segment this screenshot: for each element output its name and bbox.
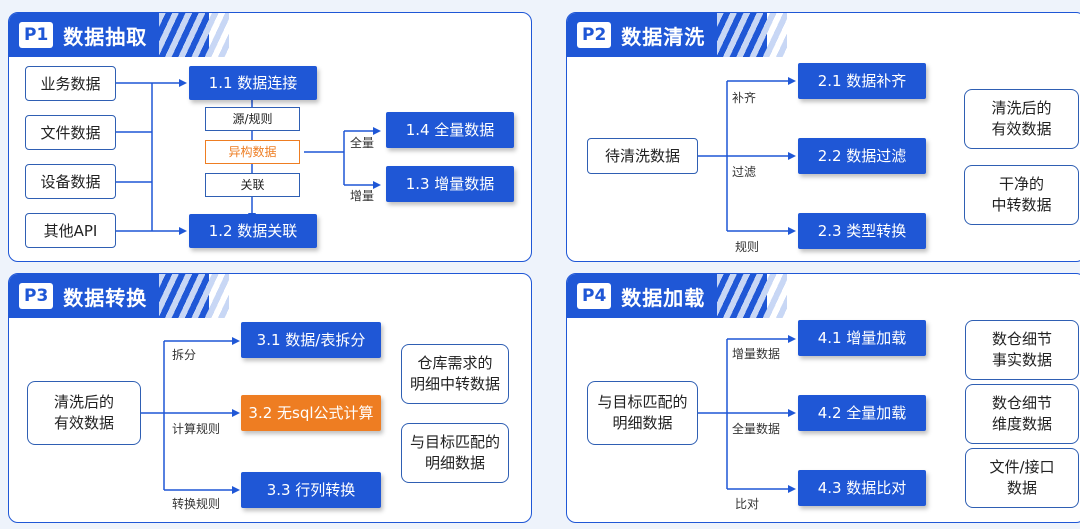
label-filter: 过滤 <box>732 165 757 179</box>
result-line-2: 明细中转数据 <box>409 375 500 393</box>
label-heterogeneous-data: 异构数据 <box>205 140 300 164</box>
result-line-1: 文件/接口 <box>989 458 1055 476</box>
step-2-1-data-fill: 2.1 数据补齐 <box>798 63 926 99</box>
p2-connectors <box>698 77 796 235</box>
source-business-data: 业务数据 <box>25 66 116 101</box>
result-line-2: 有效数据 <box>991 120 1052 138</box>
source-line-1: 清洗后的 <box>53 393 114 411</box>
label-full-data: 全量数据 <box>732 422 781 436</box>
source-line-1: 与目标匹配的 <box>597 393 688 411</box>
panel-badge: P2 <box>577 22 612 48</box>
panel-p2-cleaning: P2 数据清洗 待清洗数据 补齐 过滤 规则 2.1 数据补齐 2.2 数据过滤… <box>566 12 1080 262</box>
step-3-1-table-split: 3.1 数据/表拆分 <box>241 322 381 358</box>
header-stripes <box>159 13 229 57</box>
source-data-to-clean: 待清洗数据 <box>587 138 698 174</box>
result-cleaned-valid-data: 清洗后的 有效数据 <box>964 89 1079 149</box>
result-line-1: 清洗后的 <box>991 99 1052 117</box>
source-file-data: 文件数据 <box>25 115 116 150</box>
result-target-detail-data: 与目标匹配的 明细数据 <box>401 423 509 483</box>
step-1-1-data-connection: 1.1 数据连接 <box>189 66 317 100</box>
panel-badge: P4 <box>577 283 612 309</box>
panel-title: 数据加载 <box>621 285 706 310</box>
panel-title: 数据转换 <box>63 285 148 310</box>
step-2-3-type-conversion: 2.3 类型转换 <box>798 213 926 249</box>
label-split: 拆分 <box>172 348 197 362</box>
header-stripes <box>717 13 787 57</box>
source-line-2: 有效数据 <box>53 414 114 432</box>
result-warehouse-transit-data: 仓库需求的 明细中转数据 <box>401 344 509 404</box>
label-incremental: 增量 <box>350 189 375 203</box>
panel-badge: P1 <box>19 22 54 48</box>
result-warehouse-fact-data: 数仓细节 事实数据 <box>965 320 1079 380</box>
result-file-interface-data: 文件/接口 数据 <box>965 448 1079 508</box>
source-target-detail-data: 与目标匹配的 明细数据 <box>587 381 698 445</box>
step-4-3-data-compare: 4.3 数据比对 <box>798 470 926 506</box>
step-3-3-row-col-convert: 3.3 行列转换 <box>241 472 381 508</box>
label-calc-rules: 计算规则 <box>172 422 221 436</box>
label-full: 全量 <box>350 136 375 150</box>
step-1-4-full-data: 1.4 全量数据 <box>386 112 514 148</box>
header-stripes <box>159 274 229 318</box>
label-fill: 补齐 <box>732 91 757 105</box>
result-warehouse-dimension-data: 数仓细节 维度数据 <box>965 384 1079 444</box>
result-clean-transit-data: 干净的 中转数据 <box>964 165 1079 225</box>
label-incremental-data: 增量数据 <box>732 347 781 361</box>
result-line-1: 与目标匹配的 <box>409 433 500 451</box>
panel-title: 数据清洗 <box>621 24 706 49</box>
p4-connectors <box>698 335 796 493</box>
result-line-1: 数仓细节 <box>991 394 1052 412</box>
result-line-2: 明细数据 <box>424 454 485 472</box>
label-compare: 比对 <box>735 497 760 511</box>
result-line-2: 数据 <box>1006 479 1037 497</box>
source-cleaned-valid-data: 清洗后的 有效数据 <box>27 381 141 445</box>
label-association: 关联 <box>205 173 300 197</box>
source-line-2: 明细数据 <box>612 414 673 432</box>
step-4-2-full-load: 4.2 全量加载 <box>798 395 926 431</box>
panel-p4-load: P4 数据加载 与目标匹配的 明细数据 增量数据 全量数据 比对 4.1 增量加… <box>566 273 1080 523</box>
result-line-2: 维度数据 <box>991 415 1052 433</box>
step-1-2-data-association: 1.2 数据关联 <box>189 214 317 248</box>
result-line-2: 事实数据 <box>991 351 1052 369</box>
result-line-2: 中转数据 <box>991 196 1052 214</box>
step-2-2-data-filter: 2.2 数据过滤 <box>798 138 926 174</box>
panel-p3-transform: P3 数据转换 清洗后的 有效数据 拆分 计算规则 转换规则 3.1 数据/表拆… <box>8 273 532 523</box>
step-1-3-incremental-data: 1.3 增量数据 <box>386 166 514 202</box>
result-line-1: 仓库需求的 <box>417 354 493 372</box>
result-line-1: 干净的 <box>998 175 1044 193</box>
source-device-data: 设备数据 <box>25 164 116 199</box>
label-rules: 规则 <box>735 240 760 254</box>
label-source-rules: 源/规则 <box>205 107 300 131</box>
source-other-api: 其他API <box>25 213 116 248</box>
header-stripes <box>717 274 787 318</box>
panel-p1-extract: P1 数据抽取 业务数据 文件数据 设备数据 其他API 1.1 数据连接 源/… <box>8 12 532 262</box>
p3-connectors <box>141 337 240 494</box>
panel-badge: P3 <box>19 283 54 309</box>
panel-title: 数据抽取 <box>63 24 148 49</box>
step-3-2-nosql-formula: 3.2 无sql公式计算 <box>241 395 381 431</box>
label-convert-rules: 转换规则 <box>172 497 221 511</box>
step-4-1-incremental-load: 4.1 增量加载 <box>798 320 926 356</box>
result-line-1: 数仓细节 <box>991 330 1052 348</box>
